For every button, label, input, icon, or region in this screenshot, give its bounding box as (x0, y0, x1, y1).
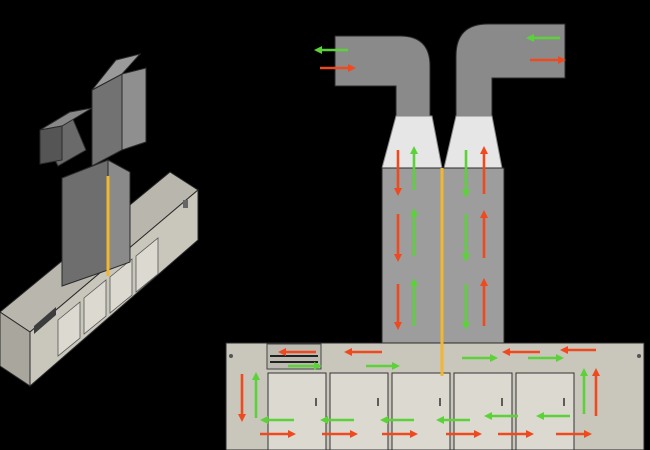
left-elbow-duct (334, 35, 431, 117)
isometric-view (0, 53, 199, 388)
iso-control-knob (183, 200, 188, 208)
left-reducer (381, 115, 443, 169)
iso-duct-column-side (107, 159, 131, 271)
iso-right-elbow-side (121, 67, 147, 151)
iso-left-elbow-mouth (39, 125, 63, 165)
iso-duct-column-front (61, 159, 109, 287)
panel-screw (229, 354, 233, 358)
iso-cabinet-doors (57, 237, 159, 357)
iso-right-elbow-top (91, 53, 142, 91)
iso-vent-slot (34, 307, 56, 334)
right-reducer (443, 115, 503, 169)
panel-screw (637, 354, 641, 358)
airflow-arrows (238, 34, 600, 438)
iso-door (83, 279, 107, 335)
iso-door (109, 258, 133, 314)
right-elbow-duct (455, 23, 566, 117)
cabinet-door (453, 372, 513, 450)
cabinet-door (391, 372, 451, 450)
iso-door (57, 301, 81, 357)
iso-door (135, 237, 159, 293)
front-section-view (225, 23, 645, 450)
iso-cabinet-end (0, 311, 31, 387)
cabinet-door (267, 372, 327, 450)
cabinet-door (329, 372, 389, 450)
cabinet-door (515, 372, 575, 450)
